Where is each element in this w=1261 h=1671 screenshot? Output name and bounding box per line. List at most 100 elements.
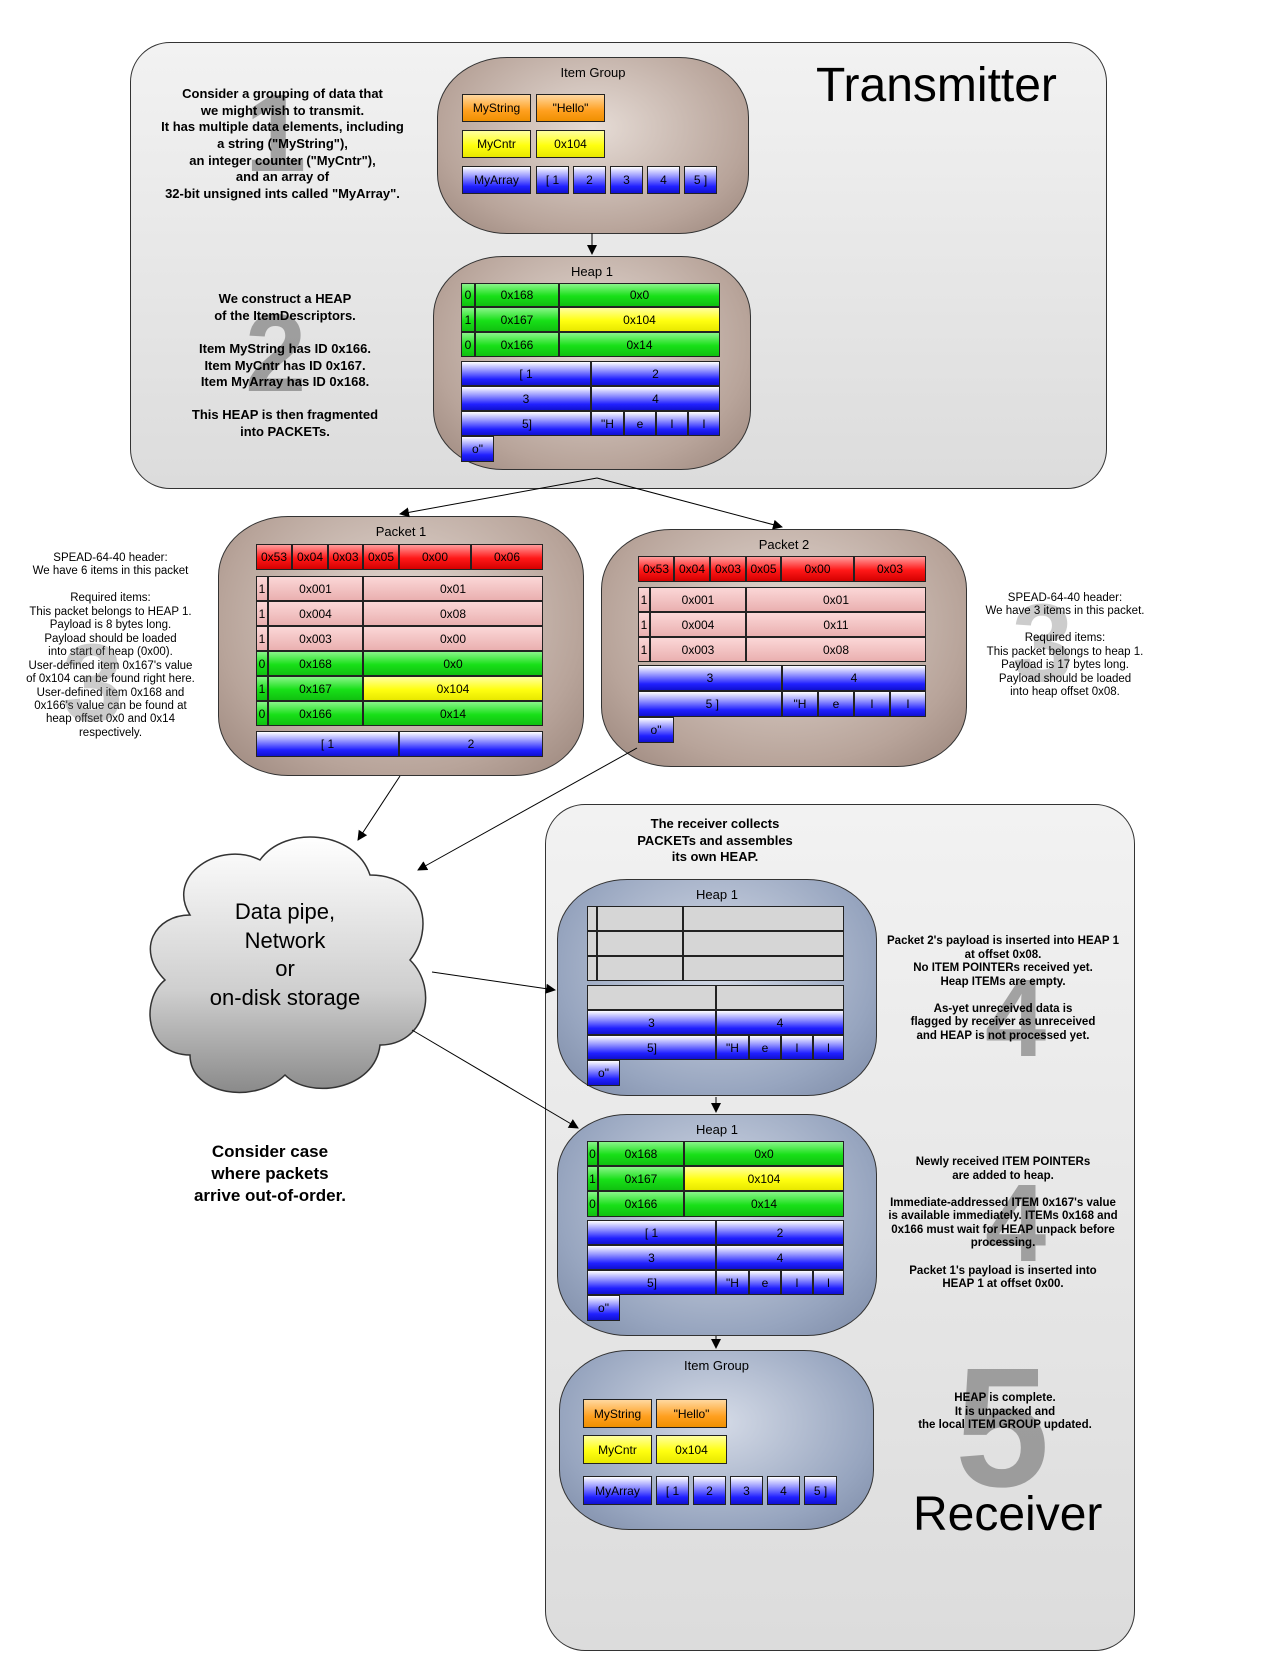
empty-cell xyxy=(683,906,844,931)
heap-row-id: 0x168 xyxy=(598,1141,684,1166)
heap-payload-cell: [ 1 xyxy=(587,1220,716,1245)
heap-row-value: 0x0 xyxy=(559,283,720,307)
packet2-payload-cell: o" xyxy=(638,717,674,743)
heap-payload-cell: o" xyxy=(587,1060,620,1086)
heap-payload-cell: 2 xyxy=(716,1220,844,1245)
myarray-element: [ 1 xyxy=(656,1476,689,1505)
heap-row-id: 0x166 xyxy=(475,332,559,357)
mystring-value: "Hello" xyxy=(536,94,605,122)
empty-cell xyxy=(597,931,683,956)
packet2-payload-cell: 4 xyxy=(782,665,926,691)
packet1-pointer-id: 0x001 xyxy=(268,576,363,601)
step-number-3b: 3 xyxy=(1012,582,1074,705)
packet1-item-id: 0x166 xyxy=(268,701,363,726)
packet2-pointer-flag: 1 xyxy=(638,612,650,637)
heap-row-flag: 0 xyxy=(461,332,475,357)
mycntr-name: MyCntr xyxy=(462,130,531,158)
heap-payload-cell: l xyxy=(688,411,720,436)
step-number-2: 2 xyxy=(245,292,307,415)
packet1-pointer-id: 0x004 xyxy=(268,601,363,626)
heap-payload-cell: l xyxy=(656,411,688,436)
heap-payload-cell: 5] xyxy=(461,411,591,436)
packet2-pointer-id: 0x004 xyxy=(650,612,746,637)
heap-payload-cell: [ 1 xyxy=(461,361,591,386)
heap-row-id: 0x166 xyxy=(598,1191,684,1217)
packet1-item-value: 0x14 xyxy=(363,701,543,726)
step2-text: We construct a HEAP of the ItemDescripto… xyxy=(191,291,379,439)
packet2-header-byte: 0x04 xyxy=(674,556,710,582)
step-number-1: 1 xyxy=(245,72,307,195)
packet2-header-byte: 0x00 xyxy=(781,556,854,582)
heap-payload-cell: l xyxy=(781,1035,813,1060)
mycntr-value: 0x104 xyxy=(536,130,605,158)
heap-row-value: 0x104 xyxy=(559,307,720,332)
packet2-header-byte: 0x53 xyxy=(638,556,674,582)
heap-row-value: 0x0 xyxy=(684,1141,844,1166)
heap-payload-cell: 3 xyxy=(587,1245,716,1270)
packet2-payload-cell: 5 ] xyxy=(638,691,782,717)
arrow-heap-to-packet2 xyxy=(596,477,783,530)
empty-cell xyxy=(587,985,716,1010)
heap-payload-cell: l xyxy=(813,1035,844,1060)
empty-cell xyxy=(597,956,683,981)
myarray-element: 2 xyxy=(693,1476,726,1505)
heap-payload-cell: e xyxy=(624,411,656,436)
empty-cell xyxy=(683,956,844,981)
myarray-name: MyArray xyxy=(583,1476,652,1505)
myarray-element: 3 xyxy=(730,1476,763,1505)
heap-payload-cell: 4 xyxy=(716,1010,844,1035)
packet1-header-byte: 0x05 xyxy=(363,544,399,570)
packet1-title: Packet 1 xyxy=(375,524,427,539)
packet2-payload-cell: e xyxy=(818,691,854,717)
heap-b-text: Newly received ITEM POINTERs are added t… xyxy=(888,1156,1118,1291)
item-group-text: HEAP is complete. It is unpacked and the… xyxy=(918,1392,1092,1432)
packet1-pointer-value: 0x01 xyxy=(363,576,543,601)
myarray-element: 5 ] xyxy=(684,166,717,194)
packet1-pointer-flag: 1 xyxy=(256,626,268,651)
heap-payload-cell: 4 xyxy=(716,1245,844,1270)
heap-payload-cell: 5] xyxy=(587,1035,716,1060)
mycntr-name: MyCntr xyxy=(583,1435,652,1464)
mystring-value: "Hello" xyxy=(656,1399,727,1428)
packet2-header-byte: 0x05 xyxy=(746,556,781,582)
packet1-header-byte: 0x53 xyxy=(256,544,292,570)
arrow-cloud-to-heap-b xyxy=(411,1029,579,1129)
packet1-pointer-flag: 1 xyxy=(256,576,268,601)
heap-row-value: 0x14 xyxy=(559,332,720,357)
packet2-header-byte: 0x03 xyxy=(710,556,746,582)
empty-cell xyxy=(587,956,597,981)
packet1-item-flag: 0 xyxy=(256,651,268,676)
packet1-pointer-id: 0x003 xyxy=(268,626,363,651)
myarray-element: 5 ] xyxy=(804,1476,837,1505)
myarray-element: 4 xyxy=(647,166,680,194)
packet2-title: Packet 2 xyxy=(758,537,810,552)
heap-payload-cell: 4 xyxy=(591,386,720,411)
heap-title: Heap 1 xyxy=(696,887,738,902)
heap-title: Heap 1 xyxy=(571,264,613,279)
packet2-payload-cell: 3 xyxy=(638,665,782,691)
packet2-pointer-flag: 1 xyxy=(638,637,650,662)
heap-payload-cell: e xyxy=(749,1035,781,1060)
item-group-title: Item Group xyxy=(560,65,626,80)
heap-payload-cell: 3 xyxy=(587,1010,716,1035)
heap-row-id: 0x167 xyxy=(475,307,559,332)
packet1-item-flag: 1 xyxy=(256,676,268,701)
packet2-pointer-id: 0x003 xyxy=(650,637,746,662)
packet2-pointer-flag: 1 xyxy=(638,587,650,612)
myarray-name: MyArray xyxy=(462,166,531,194)
heap-row-flag: 0 xyxy=(587,1141,598,1166)
packet1-header-byte: 0x06 xyxy=(471,544,543,570)
item-group-title: Item Group xyxy=(683,1358,750,1373)
step-number-5: 5 xyxy=(955,1333,1050,1523)
packet2-pointer-value: 0x01 xyxy=(746,587,926,612)
heap-title: Heap 1 xyxy=(696,1122,738,1137)
packet1-header-byte: 0x04 xyxy=(292,544,328,570)
receiver-title: Receiver xyxy=(913,1488,1103,1541)
step-number-3: 3 xyxy=(62,622,124,745)
packet2-pointer-value: 0x08 xyxy=(746,637,926,662)
empty-cell xyxy=(716,985,844,1010)
receiver-intro: The receiver collects PACKETs and assemb… xyxy=(637,816,793,865)
heap-row-id: 0x168 xyxy=(475,283,559,307)
step-number-4: 4 xyxy=(985,957,1047,1080)
